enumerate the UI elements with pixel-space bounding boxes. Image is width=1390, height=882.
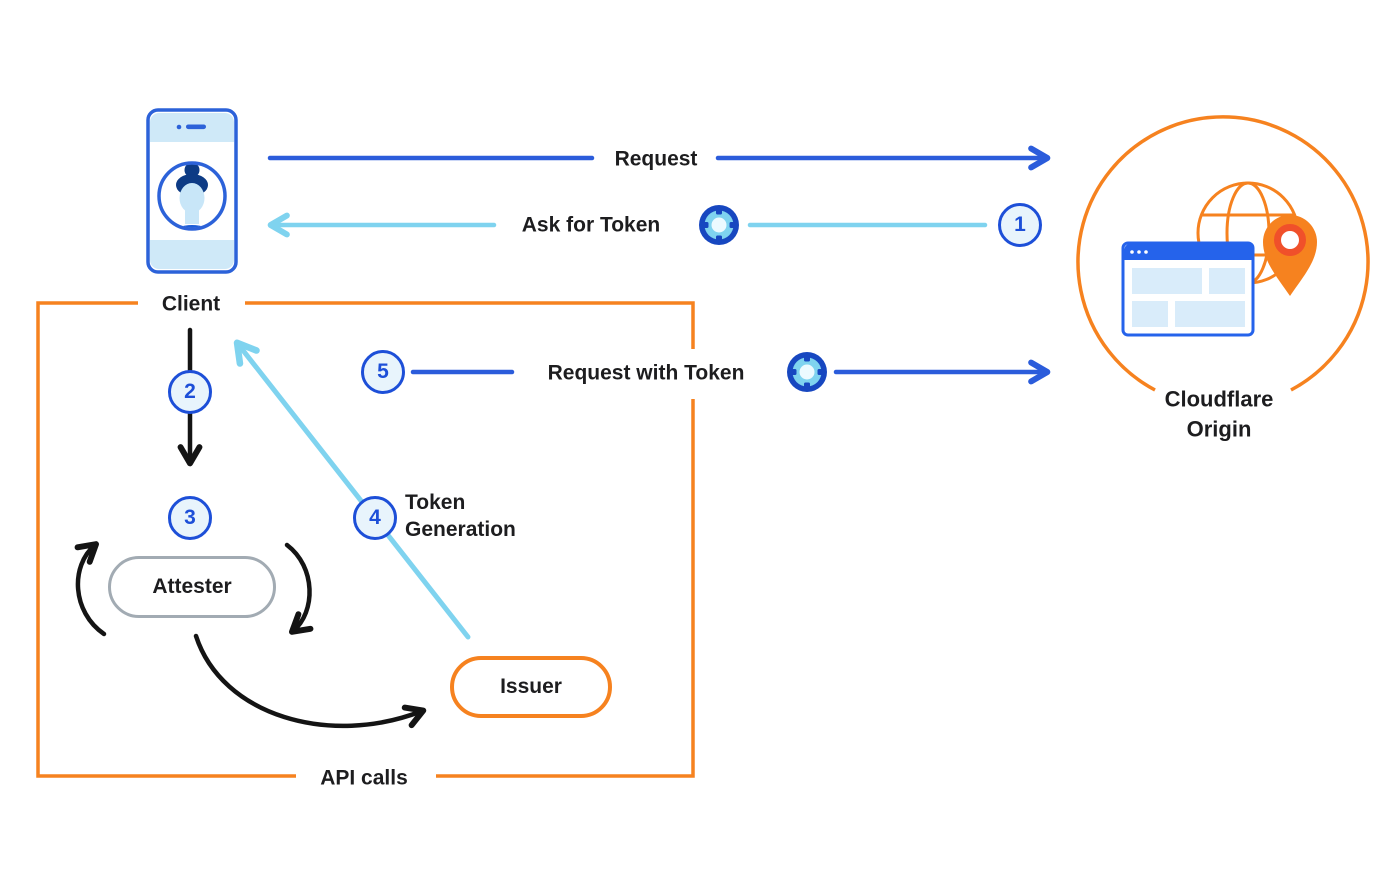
browser-window-icon [1121, 241, 1255, 337]
step-4-badge: 4 [353, 496, 397, 540]
location-pin-icon [1263, 215, 1317, 296]
token-icon [787, 352, 827, 392]
user-avatar-icon [157, 161, 227, 231]
step-1-badge: 1 [998, 203, 1042, 247]
request-with-token-label: Request with Token [547, 361, 745, 385]
cloudflare-origin-label: Cloudflare Origin [1165, 384, 1274, 443]
step-2-badge: 2 [168, 370, 212, 414]
ask-for-token-label: Ask for Token [521, 213, 661, 237]
client-label: Client [161, 292, 221, 316]
token-icon [699, 205, 739, 245]
cloudflare-origin-line1: Cloudflare [1164, 386, 1274, 412]
step-5-badge: 5 [361, 350, 405, 394]
phone-icon [146, 108, 238, 274]
token-generation-arrow [233, 339, 471, 640]
attester-cycle-right-arrow [284, 542, 314, 635]
attester-to-issuer-arrow [193, 633, 427, 729]
request-label: Request [614, 147, 698, 171]
api-calls-label: API calls [320, 766, 408, 790]
token-generation-label: Token Generation [405, 489, 516, 543]
cloudflare-origin-line2: Origin [1186, 416, 1252, 441]
issuer-label: Issuer [500, 675, 562, 698]
cloudflare-origin-circle [1076, 115, 1370, 392]
issuer-node: Issuer [450, 656, 612, 718]
token-generation-line2: Generation [405, 518, 516, 541]
api-boundary-box [36, 301, 695, 778]
attester-label: Attester [152, 575, 232, 598]
attester-node: Attester [108, 556, 276, 618]
attester-cycle-left-arrow [74, 541, 107, 637]
step-3-badge: 3 [168, 496, 212, 540]
token-generation-line1: Token [405, 491, 466, 514]
